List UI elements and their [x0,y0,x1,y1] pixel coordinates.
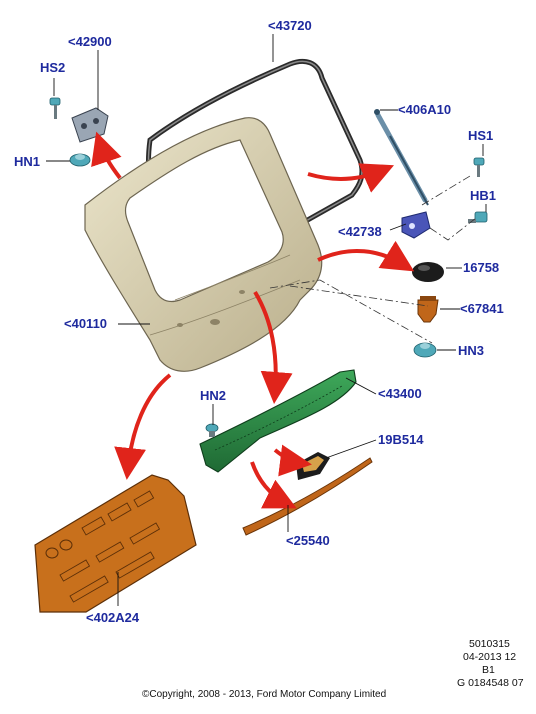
strut-bracket [401,211,431,239]
tailgate-moulding [199,369,357,473]
tailgate-shell [84,117,323,372]
label-hn2: HN2 [200,388,226,403]
label-strut-bracket: <42738 [338,224,382,239]
bumper-stop [412,262,444,282]
label-trim-strip: <25540 [286,533,330,548]
label-hs2: HS2 [40,60,65,75]
reference-lines [269,175,477,344]
label-tailgate: <40110 [64,316,107,331]
trim-clip [417,296,439,323]
label-bumper-stop: 16758 [463,260,499,275]
strut-bolt-hb1 [468,211,488,223]
ref-date: 04-2013 12 [463,651,516,663]
ref-number: 5010315 [469,638,510,650]
label-strut: <406A10 [398,102,451,117]
nut-hn2 [205,423,219,437]
label-trim-panel: <402A24 [86,610,140,625]
label-clip: <67841 [460,301,504,316]
release-switch [296,452,330,480]
hinge-nut-hn1 [69,153,91,167]
label-hb1: HB1 [470,188,496,203]
ref-code: G 0184548 07 [457,677,524,689]
ref-revision: B1 [482,664,495,676]
strut-screw-hs1 [473,157,485,177]
trim-panel [34,474,197,613]
assembly-arrows [91,131,415,509]
label-hn3: HN3 [458,343,484,358]
leader-lines [46,34,487,606]
label-hs1: HS1 [468,128,493,143]
hinge-screw-hs2 [49,97,61,119]
label-switch: 19B514 [378,432,424,447]
label-hinge: <42900 [68,34,112,49]
label-hn1: HN1 [14,154,40,169]
label-seal: <43720 [268,18,312,33]
nut-hn3 [413,342,437,358]
hinge [71,107,109,143]
copyright: ©Copyright, 2008 - 2013, Ford Motor Comp… [142,689,386,700]
gas-strut [374,109,429,206]
label-moulding: <43400 [378,386,422,401]
